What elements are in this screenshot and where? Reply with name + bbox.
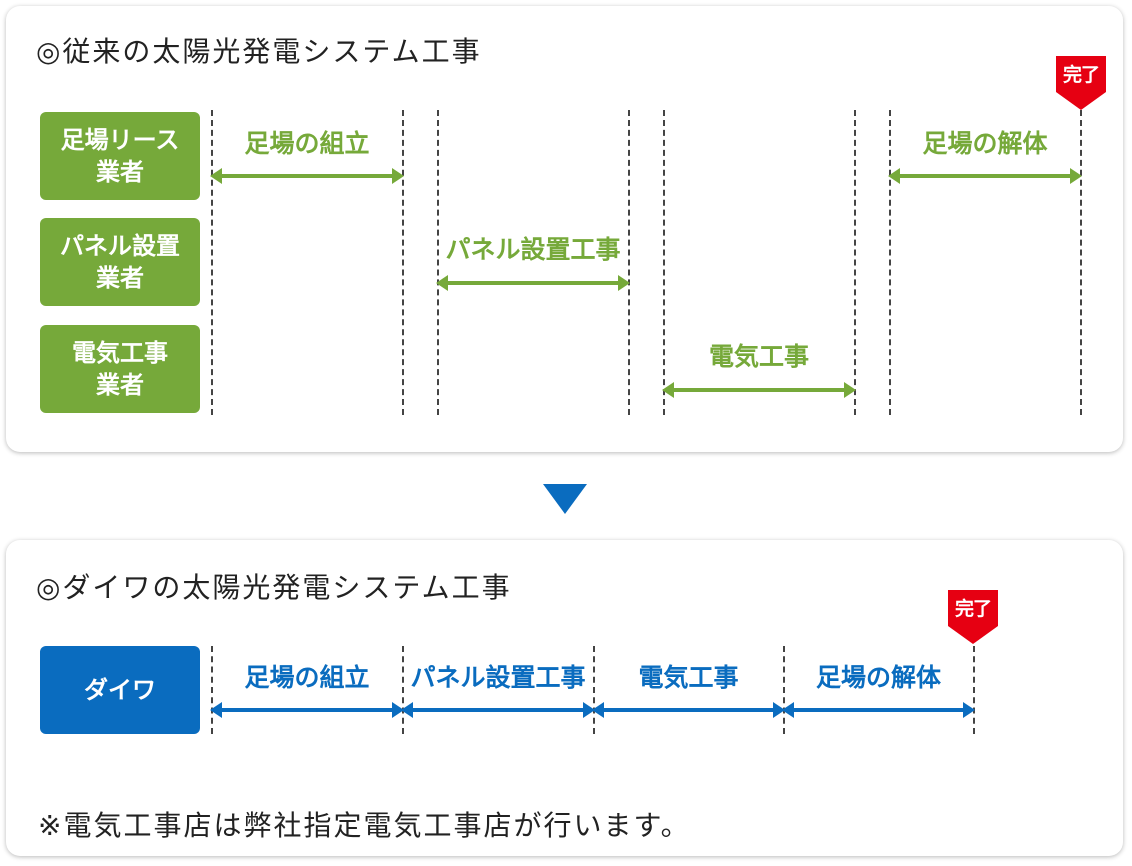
daiwa-title: ◎ダイワの太陽光発電システム工事 xyxy=(36,571,512,604)
divider-line xyxy=(783,646,785,734)
divider-line xyxy=(402,110,404,415)
row-label-daiwa: ダイワ xyxy=(40,646,200,734)
segment-label-panel-install: パネル設置工事 xyxy=(445,235,621,264)
row-label-line1: パネル設置 xyxy=(60,232,180,260)
complete-badge-text: 完了 xyxy=(1062,64,1100,86)
complete-badge: 完了 xyxy=(1056,56,1106,110)
divider-line xyxy=(973,646,975,734)
traditional-title: ◎従来の太陽光発電システム工事 xyxy=(36,35,482,68)
double-arrow xyxy=(662,382,856,398)
row-label-line2: 業者 xyxy=(96,158,144,186)
divider-line xyxy=(663,110,665,415)
divider-line xyxy=(889,110,891,415)
badge-shape xyxy=(1056,56,1106,110)
segment-label-scaffold-assembly: 足場の組立 xyxy=(244,663,370,692)
complete-badge-text: 完了 xyxy=(954,598,992,620)
double-arrow xyxy=(436,275,630,291)
divider-line xyxy=(593,646,595,734)
double-arrow xyxy=(210,702,404,718)
divider-line xyxy=(1080,110,1082,415)
divider-line xyxy=(211,646,213,734)
row-label-text: ダイワ xyxy=(84,676,156,704)
divider-line xyxy=(854,110,856,415)
segment-label-scaffold-assembly: 足場の組立 xyxy=(244,129,370,158)
double-arrow xyxy=(401,702,595,718)
double-arrow xyxy=(210,168,404,184)
divider-line xyxy=(437,110,439,415)
row-label-line2: 業者 xyxy=(96,371,144,399)
segment-label-scaffold-dismantle: 足場の解体 xyxy=(922,129,1048,158)
complete-badge: 完了 xyxy=(948,590,998,644)
row-label-electrical: 電気工事 業者 xyxy=(40,325,200,413)
segment-label-electrical-work: 電気工事 xyxy=(638,663,739,692)
double-arrow xyxy=(888,168,1082,184)
row-label-line1: 足場リース xyxy=(60,126,180,154)
segment-label-scaffold-dismantle: 足場の解体 xyxy=(815,663,941,692)
double-arrow xyxy=(592,702,785,718)
footnote: ※電気工事店は弊社指定電気工事店が行います。 xyxy=(38,809,691,842)
divider-line xyxy=(628,110,630,415)
row-label-line1: 電気工事 xyxy=(72,339,168,367)
double-arrow xyxy=(782,702,975,718)
segment-label-electrical-work: 電気工事 xyxy=(708,342,809,371)
badge-shape xyxy=(948,590,998,644)
down-arrow-icon xyxy=(543,484,587,514)
divider-line xyxy=(402,646,404,734)
row-label-scaffold-lease: 足場リース 業者 xyxy=(40,112,200,200)
row-label-line2: 業者 xyxy=(96,264,144,292)
segment-label-panel-install: パネル設置工事 xyxy=(410,663,586,692)
row-label-panel-install: パネル設置 業者 xyxy=(40,218,200,306)
divider-line xyxy=(211,110,213,415)
